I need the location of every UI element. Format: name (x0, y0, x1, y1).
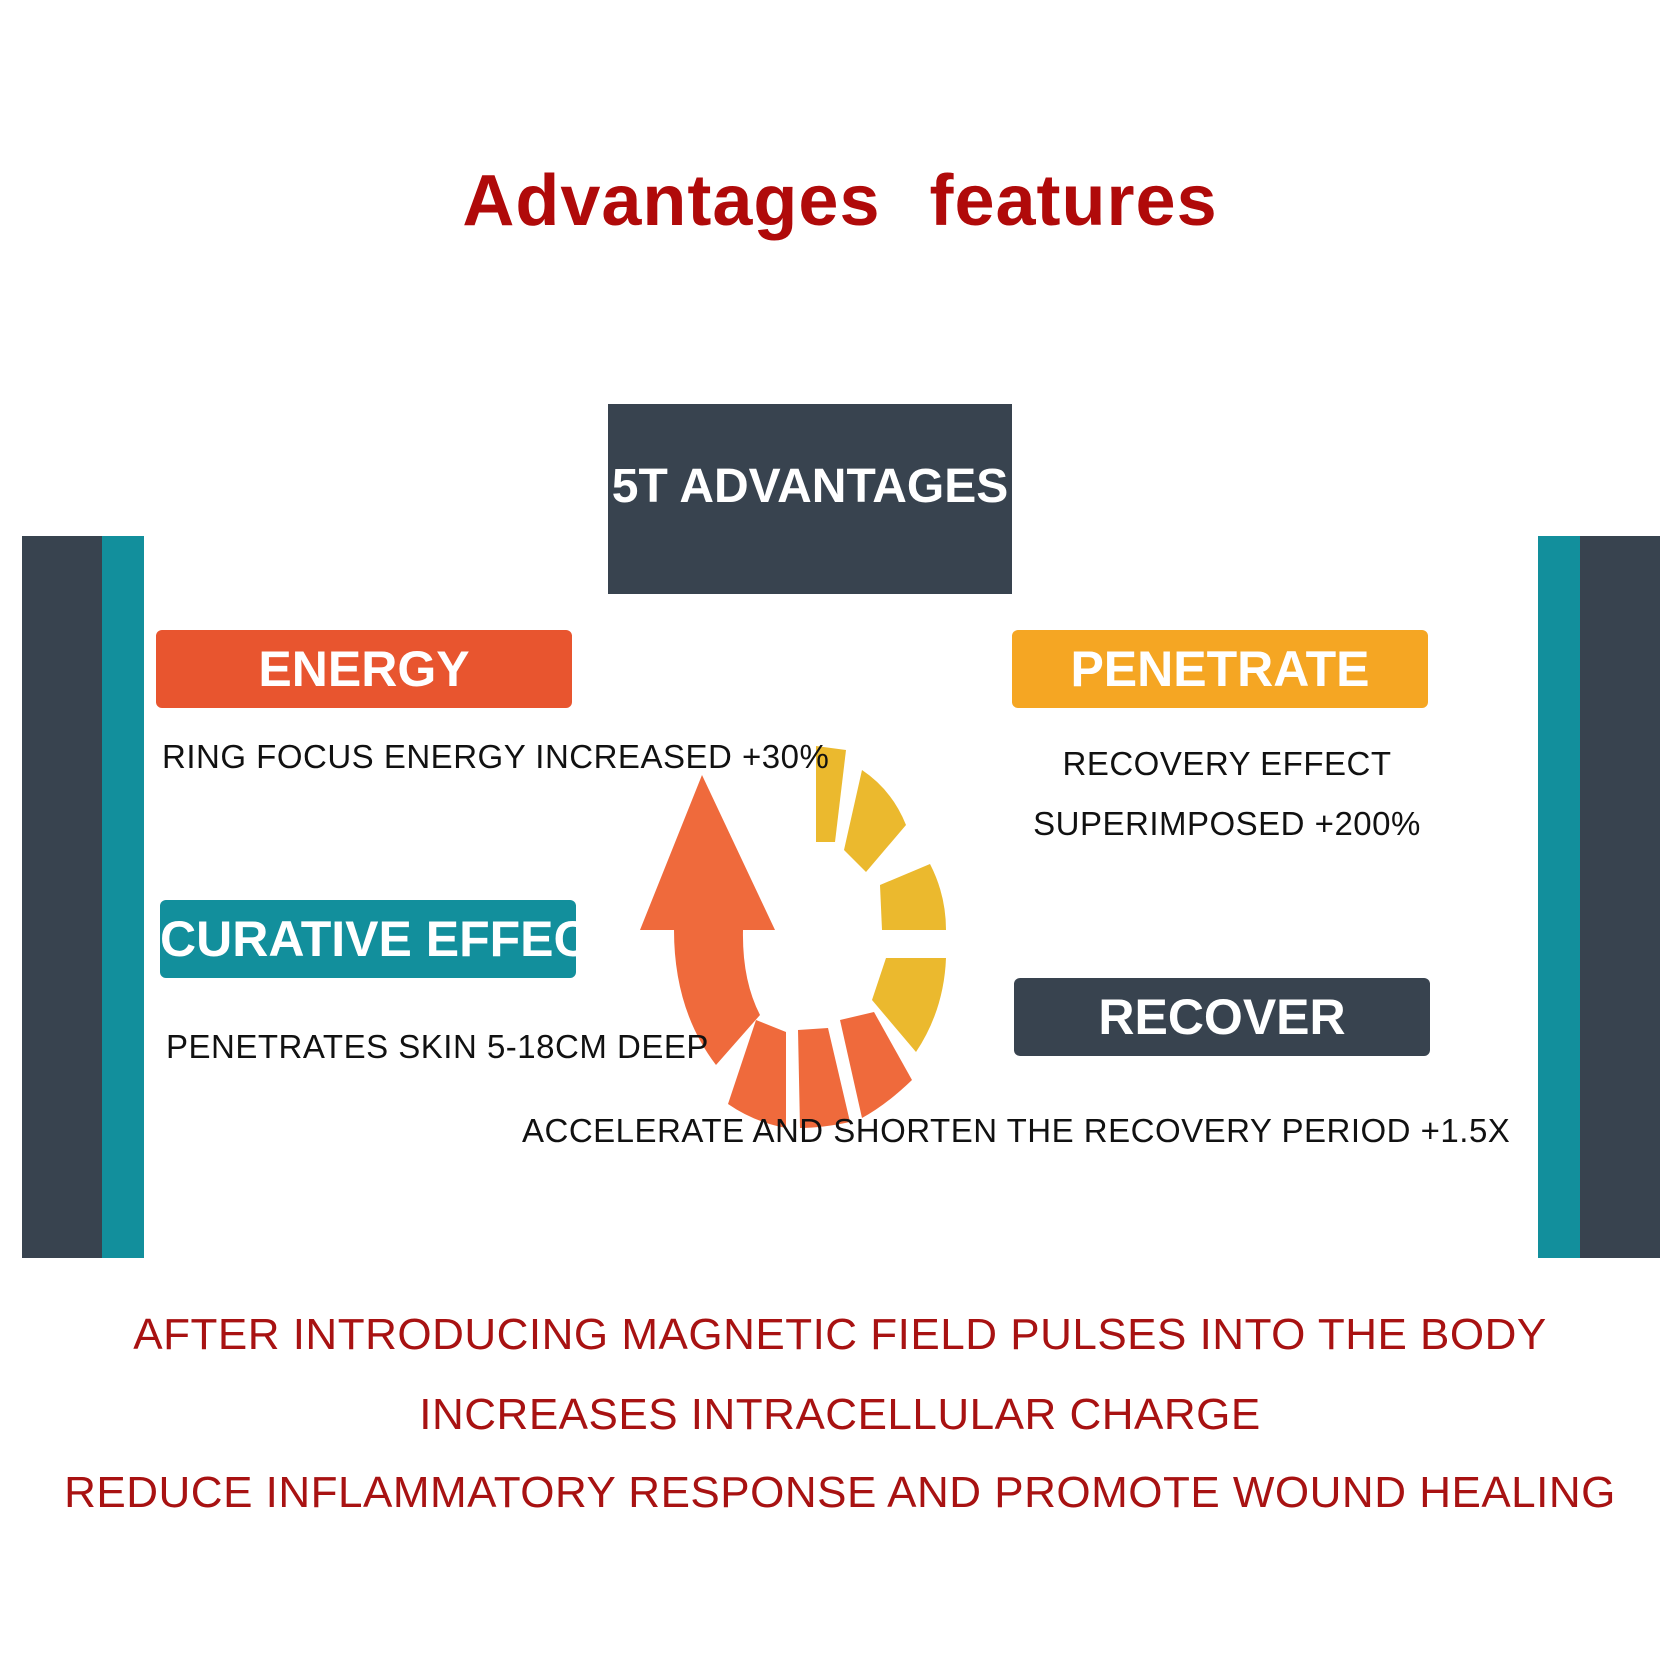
left-pillar-teal (102, 536, 144, 1258)
up-arrow-icon (640, 775, 775, 1065)
penetrate-description-line1: RECOVERY EFFECT (1062, 745, 1392, 782)
left-pillar-dark (22, 536, 102, 1258)
energy-tag: ENERGY (156, 630, 572, 708)
bottom-statement-1: AFTER INTRODUCING MAGNETIC FIELD PULSES … (133, 1310, 1547, 1359)
penetrate-tag-label: PENETRATE (1070, 641, 1370, 697)
center-advantages-label: 5T ADVANTAGES (611, 460, 1009, 513)
page-title: Advantages features (462, 161, 1218, 241)
ring-segment-yellow-2 (844, 770, 906, 872)
ring-segment-yellow-1 (816, 746, 846, 842)
energy-tag-label: ENERGY (258, 641, 470, 697)
bottom-statement-3: REDUCE INFLAMMATORY RESPONSE AND PROMOTE… (64, 1468, 1616, 1517)
penetrate-description-line2: SUPERIMPOSED +200% (1033, 805, 1421, 842)
ring-segment-yellow-3 (880, 864, 946, 930)
curative-effect-tag: CURATIVE EFFECT (160, 900, 576, 978)
cycle-ring-segments (728, 746, 946, 1128)
bottom-statement-2: INCREASES INTRACELLULAR CHARGE (419, 1390, 1261, 1439)
ring-segment-yellow-4 (872, 958, 946, 1052)
penetrate-tag: PENETRATE (1012, 630, 1428, 708)
center-advantages-box: 5T ADVANTAGES (608, 404, 1012, 594)
right-pillar-dark (1580, 536, 1660, 1258)
right-pillar-teal (1538, 536, 1580, 1258)
curative-effect-description: PENETRATES SKIN 5-18CM DEEP (166, 1028, 709, 1065)
cycle-arrow-graphic (640, 746, 946, 1128)
curative-effect-tag-label: CURATIVE EFFECT (160, 911, 576, 967)
recover-tag-label: RECOVER (1098, 989, 1346, 1045)
ring-segment-orange-2 (798, 1028, 850, 1128)
ring-segment-orange-1 (840, 1012, 912, 1118)
ring-segment-orange-3 (728, 1020, 786, 1128)
energy-description: RING FOCUS ENERGY INCREASED +30% (162, 738, 830, 775)
recover-description: ACCELERATE AND SHORTEN THE RECOVERY PERI… (522, 1112, 1511, 1149)
recover-tag: RECOVER (1014, 978, 1430, 1056)
